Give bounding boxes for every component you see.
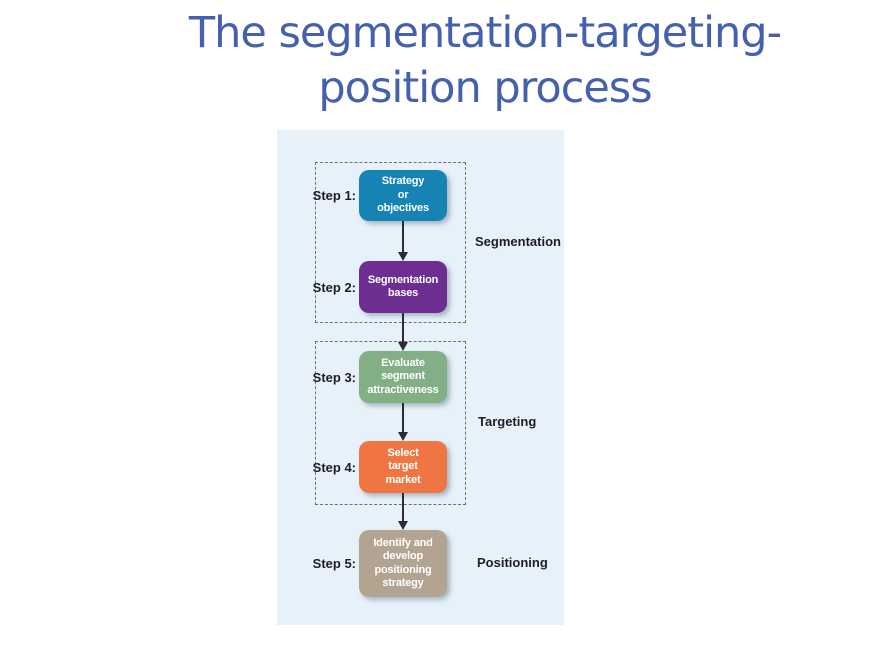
slide-title: The segmentation-targeting- position pro… [188, 8, 782, 113]
arrow-down-icon [397, 252, 408, 261]
step-4-box: Select target market [359, 441, 447, 493]
arrow-line-4 [402, 493, 404, 521]
step-1-text: Strategy or objectives [377, 175, 429, 215]
step-5-text: Identify and develop positioning strateg… [373, 536, 433, 590]
segmentation-group-box [315, 162, 466, 323]
step-5-box: Identify and develop positioning strateg… [359, 530, 447, 597]
step-1-box: Strategy or objectives [359, 170, 447, 221]
arrow-down-icon [397, 521, 408, 530]
group-label-positioning: Positioning [477, 555, 548, 570]
step-2-box: Segmentation bases [359, 261, 447, 313]
arrow-line-2 [402, 313, 404, 342]
step-3-text: Evaluate segment attractiveness [367, 356, 439, 396]
step-3-box: Evaluate segment attractiveness [359, 351, 447, 403]
step-2-text: Segmentation bases [367, 273, 439, 300]
step-1-label: Step 1: [312, 188, 356, 203]
arrow-down-icon [397, 342, 408, 351]
arrow-line-3 [402, 403, 404, 432]
group-label-segmentation: Segmentation [475, 234, 561, 249]
step-3-label: Step 3: [312, 370, 356, 385]
arrow-down-icon [397, 432, 408, 441]
group-label-targeting: Targeting [478, 414, 537, 429]
targeting-group-box [315, 341, 466, 505]
step-2-label: Step 2: [312, 280, 356, 295]
arrow-line-1 [402, 221, 404, 252]
step-5-label: Step 5: [312, 556, 356, 571]
step-4-text: Select target market [385, 446, 421, 486]
step-4-label: Step 4: [312, 460, 356, 475]
